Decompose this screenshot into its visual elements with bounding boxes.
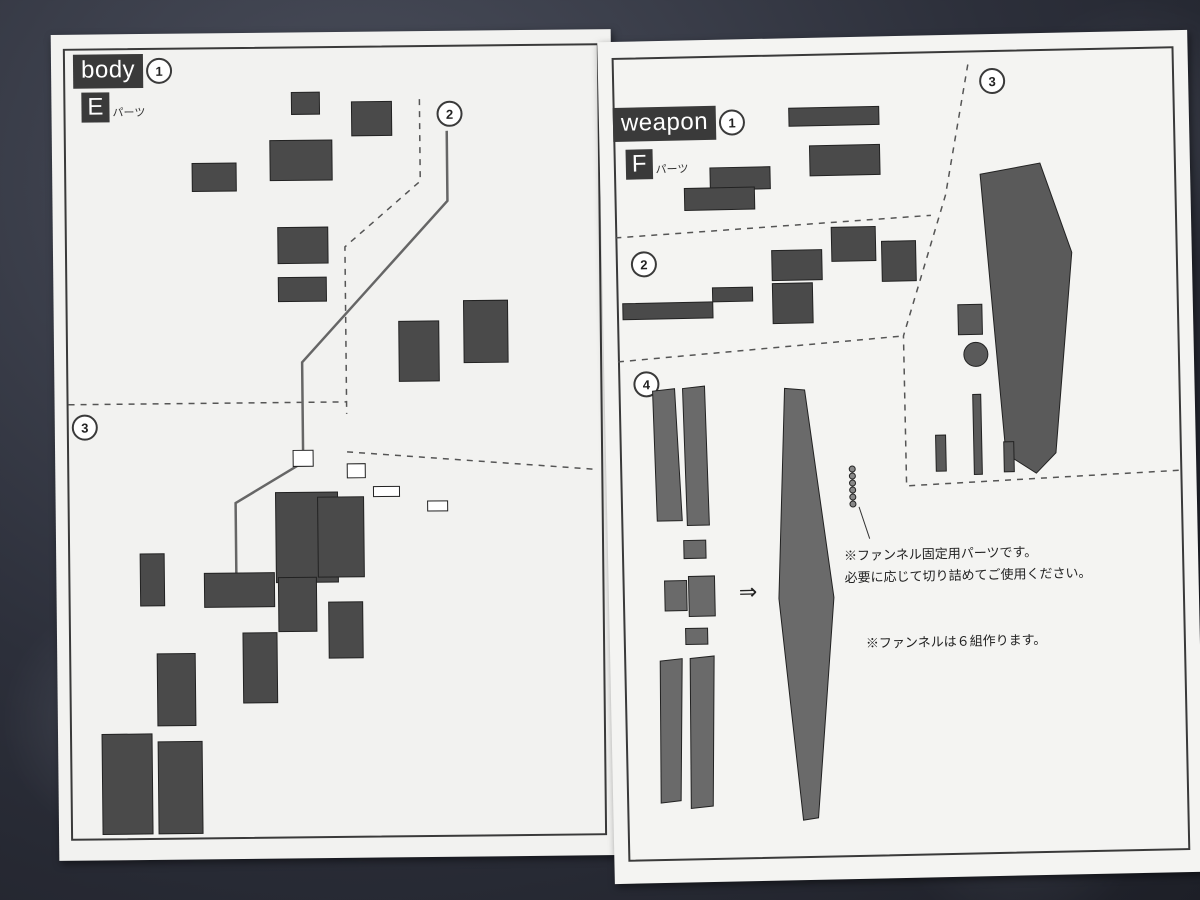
parts-caption: パーツ bbox=[655, 163, 689, 177]
parts-indicator: F パーツ bbox=[625, 148, 689, 180]
page-frame bbox=[611, 46, 1191, 862]
section-label: body bbox=[72, 53, 144, 89]
section-label: weapon bbox=[612, 105, 717, 142]
parts-letter: F bbox=[625, 149, 653, 180]
manual-page-body: body 1 E パーツ 2 3 bbox=[50, 29, 620, 861]
note-fannel-fixing-part: ※ファンネル固定用パーツです。 bbox=[843, 544, 1038, 564]
step-marker-2: 2 bbox=[436, 100, 463, 127]
manual-page-weapon: weapon 1 F パーツ 2 3 4 bbox=[597, 29, 1200, 885]
parts-letter: E bbox=[81, 92, 110, 123]
step-marker-3: 3 bbox=[71, 414, 98, 441]
parts-indicator: E パーツ bbox=[81, 92, 145, 123]
step-number: 1 bbox=[145, 57, 173, 84]
section-tab-body: body 1 bbox=[72, 53, 173, 89]
note-six-sets: ※ファンネルは６組作ります。 bbox=[865, 631, 1047, 651]
step-number: 1 bbox=[718, 109, 746, 136]
parts-caption: パーツ bbox=[112, 106, 146, 120]
section-tab-weapon: weapon 1 bbox=[612, 105, 746, 142]
page-frame bbox=[62, 43, 608, 841]
